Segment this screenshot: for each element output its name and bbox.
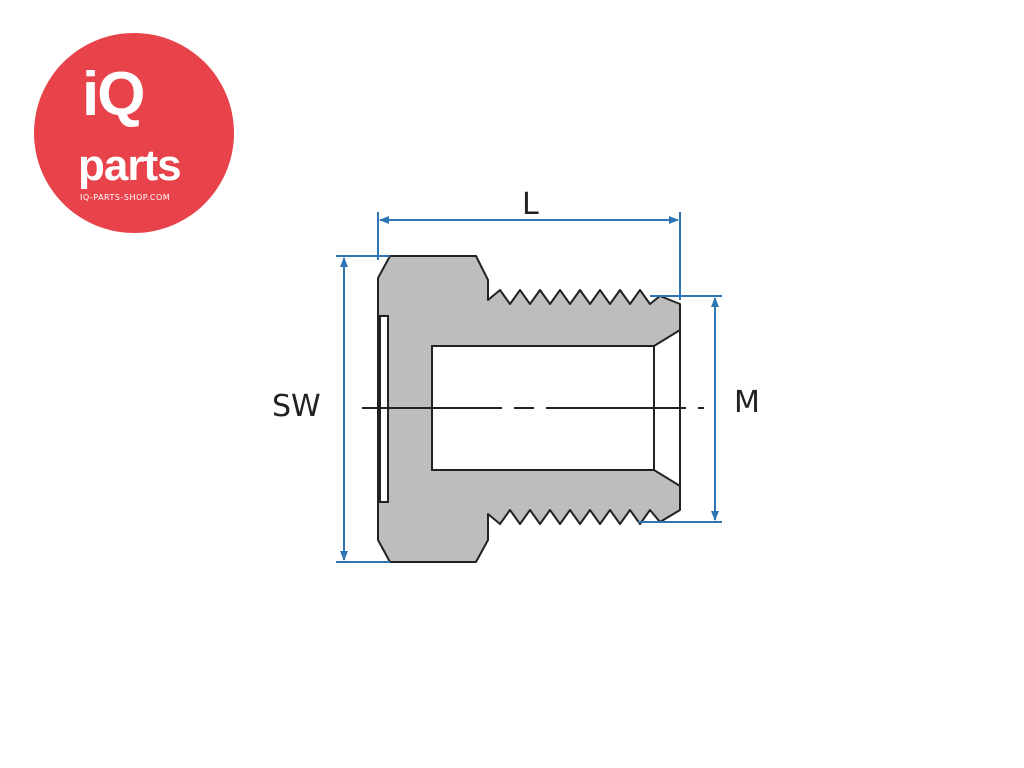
dimension-label-sw: SW — [272, 389, 321, 424]
logo-url-text: IQ-PARTS-SHOP.COM — [80, 193, 171, 202]
logo-word-text: parts — [78, 141, 182, 190]
dimension-label-l: L — [522, 187, 539, 222]
logo-brand-text: iQ — [82, 60, 145, 129]
dimension-label-m: M — [734, 385, 760, 420]
iq-parts-logo: iQ parts IQ-PARTS-SHOP.COM — [34, 33, 234, 233]
